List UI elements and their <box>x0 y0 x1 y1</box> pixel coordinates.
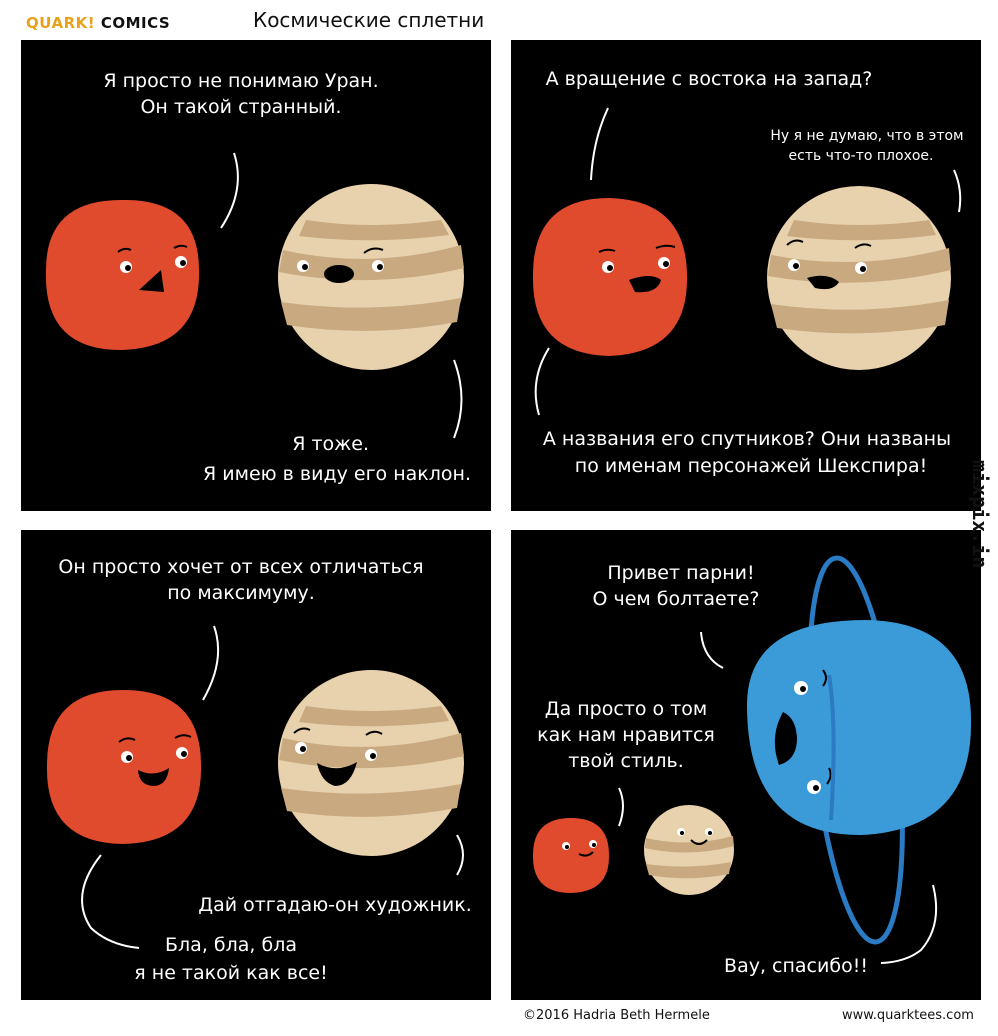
caption-top-line1: Он просто хочет от всех отличаться <box>58 556 424 578</box>
caption-bottom-line1: Вау, спасибо!! <box>724 955 868 977</box>
caption-top-line2: О чем болтаете? <box>592 588 760 610</box>
speech-tail <box>220 152 239 229</box>
uranus-character <box>747 555 972 945</box>
caption-mid-line3: твой стиль. <box>568 750 684 772</box>
speech-tail <box>534 347 550 416</box>
speech-tail <box>453 359 463 439</box>
speech-tail <box>202 625 220 701</box>
caption-side-line1: Ну я не думаю, что в этом <box>770 128 964 144</box>
comic-panel-3: Он просто хочет от всех отличаться по ма… <box>21 530 491 1000</box>
footer-website: www.quarktees.com <box>842 1008 974 1023</box>
venus-character <box>278 670 464 856</box>
speech-tail <box>590 107 609 181</box>
panel-4-illustration <box>532 555 972 964</box>
watermark: mixpix.in <box>968 460 992 569</box>
comic-title: Космические сплетни <box>253 8 485 32</box>
caption-right-line1: Дай отгадаю-он художник. <box>198 894 472 916</box>
caption-mid-line1: Да просто о том <box>544 698 708 720</box>
caption-bottom-line2: по именам персонажей Шекспира! <box>574 455 928 477</box>
caption-mid-line2: как нам нравится <box>537 724 715 746</box>
speech-tail <box>700 631 724 669</box>
brand-comics: COMICS <box>100 14 171 32</box>
comic-panel-4: Привет парни! О чем болтаете? Да просто … <box>511 530 981 1000</box>
comic-panel-1: Я просто не понимаю Уран. Он такой стран… <box>21 40 491 511</box>
comic-panel-2: А вращение с востока на запад? Ну я не д… <box>511 40 981 511</box>
brand-logo: QUARK! COMICS <box>26 14 170 32</box>
mars-character <box>45 199 200 350</box>
panel-2-illustration <box>532 107 962 416</box>
brand-quark: QUARK! <box>26 14 96 32</box>
caption-side-line2: есть что-то плохое. <box>788 148 934 164</box>
footer-copyright: ©2016 Hadria Beth Hermele <box>523 1008 710 1023</box>
venus-character <box>278 184 464 370</box>
caption-bottom-line1: Я тоже. <box>292 433 369 455</box>
caption-top-line1: Я просто не понимаю Уран. <box>103 70 379 92</box>
caption-top-line2: Он такой странный. <box>140 96 342 118</box>
speech-tail <box>880 884 938 964</box>
speech-tail <box>953 169 962 213</box>
caption-top-line2: по максимуму. <box>167 582 315 604</box>
speech-tail <box>81 854 140 949</box>
caption-top-line1: Привет парни! <box>607 562 755 584</box>
caption-bottom-line1: Бла, бла, бла <box>165 934 297 956</box>
caption-bottom-line2: Я имею в виду его наклон. <box>203 463 471 485</box>
mars-character <box>532 198 688 356</box>
mars-character <box>532 818 610 893</box>
caption-bottom-line1: А названия его спутников? Они названы <box>542 428 952 450</box>
venus-character <box>767 186 951 370</box>
mars-character <box>46 690 202 844</box>
speech-tail <box>456 834 464 876</box>
panel-1-illustration <box>45 152 464 439</box>
caption-bottom-line2: я не такой как все! <box>134 962 328 984</box>
speech-tail <box>618 787 624 827</box>
panel-3-illustration <box>46 625 464 949</box>
venus-character <box>644 805 734 895</box>
caption-top-line1: А вращение с востока на запад? <box>545 68 873 90</box>
